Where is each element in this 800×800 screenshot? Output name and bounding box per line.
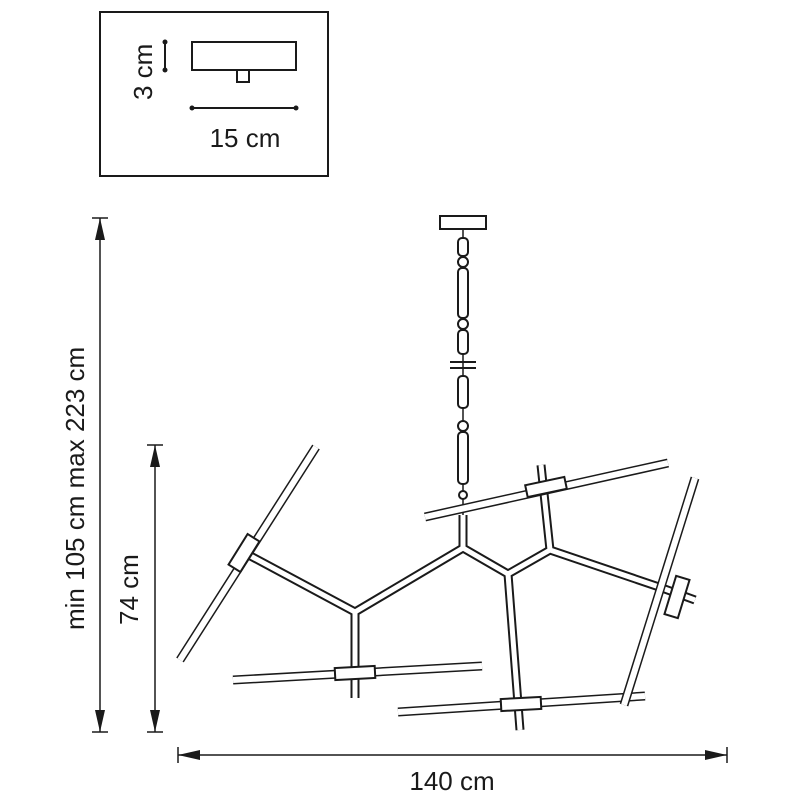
canopy-width-dimension	[189, 105, 299, 111]
ceiling-canopy	[439, 215, 487, 230]
width-dimension	[177, 747, 728, 763]
fixture-height-dimension	[147, 444, 163, 733]
total-height-label: min 105 cm max 223 cm	[60, 347, 90, 630]
canopy-height-dimension	[162, 39, 168, 73]
fixture-height-label: 74 cm	[114, 554, 144, 625]
lamp-holders	[227, 475, 691, 713]
suspension-chain	[450, 229, 476, 515]
chandelier	[176, 215, 700, 731]
width-label: 140 cm	[409, 766, 494, 796]
total-height-dimension	[92, 217, 108, 733]
canopy-width-label: 15 cm	[210, 123, 281, 153]
canopy-detail-box: 3 cm 15 cm	[99, 11, 329, 177]
light-tubes	[176, 444, 700, 717]
canopy-height-label: 3 cm	[128, 44, 158, 100]
arms	[242, 464, 697, 731]
